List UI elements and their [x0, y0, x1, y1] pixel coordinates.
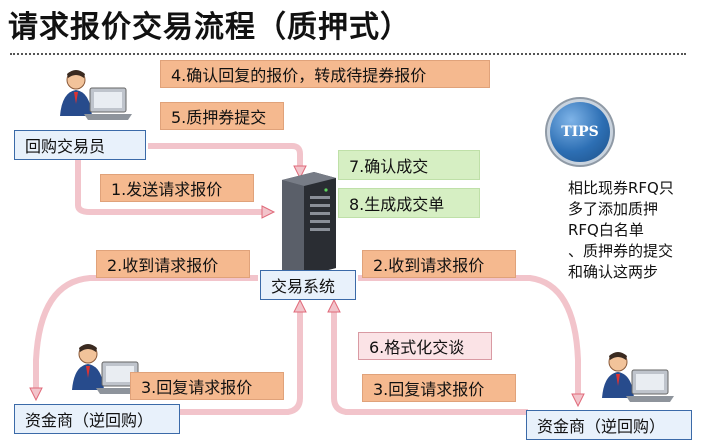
fund-left-person-icon	[72, 344, 144, 394]
tips-line: RFQ白名单	[568, 221, 644, 239]
trading-system-label: 交易系统	[260, 270, 356, 300]
arrow-receive-left	[33, 275, 258, 392]
dealer-person-icon	[60, 70, 132, 120]
step-6-formatted-chat: 6.格式化交谈	[358, 332, 492, 360]
tips-line: 和确认这两步	[568, 263, 659, 281]
step-2-receive-left: 2.收到请求报价	[96, 250, 250, 278]
server-icon	[282, 172, 336, 276]
step-5-pledge-submit: 5.质押券提交	[160, 102, 284, 130]
tips-line: 多了添加质押	[568, 200, 659, 218]
title-divider	[10, 53, 686, 55]
tips-text: 相比现券RFQ只 多了添加质押 RFQ白名单 、质押券的提交 和确认这两步	[568, 178, 702, 283]
arrow-send-request	[75, 157, 271, 215]
step-7-confirm-deal: 7.确认成交	[338, 150, 480, 180]
step-3-reply-left: 3.回复请求报价	[130, 372, 284, 400]
arrow-pledge-submit	[148, 143, 303, 170]
fund-right-person-icon	[602, 352, 674, 402]
step-1-send-request: 1.发送请求报价	[100, 174, 254, 202]
tips-badge-icon: TIPS	[550, 102, 610, 162]
step-8-generate-ticket: 8.生成成交单	[338, 188, 480, 218]
tips-line: 、质押券的提交	[568, 242, 674, 260]
arrow-reply-left	[180, 310, 303, 415]
arrow-receive-right	[358, 275, 581, 398]
arrow-reply-right	[331, 310, 528, 415]
step-3-reply-right: 3.回复请求报价	[362, 374, 516, 402]
tips-line: 相比现券RFQ只	[568, 179, 674, 197]
fund-left-label: 资金商（逆回购）	[14, 404, 180, 434]
step-2-receive-right: 2.收到请求报价	[362, 250, 516, 278]
fund-right-label: 资金商（逆回购）	[526, 410, 692, 440]
dealer-label: 回购交易员	[14, 130, 146, 160]
page-title: 请求报价交易流程（质押式）	[8, 10, 411, 45]
step-4-confirm-quote: 4.确认回复的报价，转成待提券报价	[160, 60, 490, 88]
